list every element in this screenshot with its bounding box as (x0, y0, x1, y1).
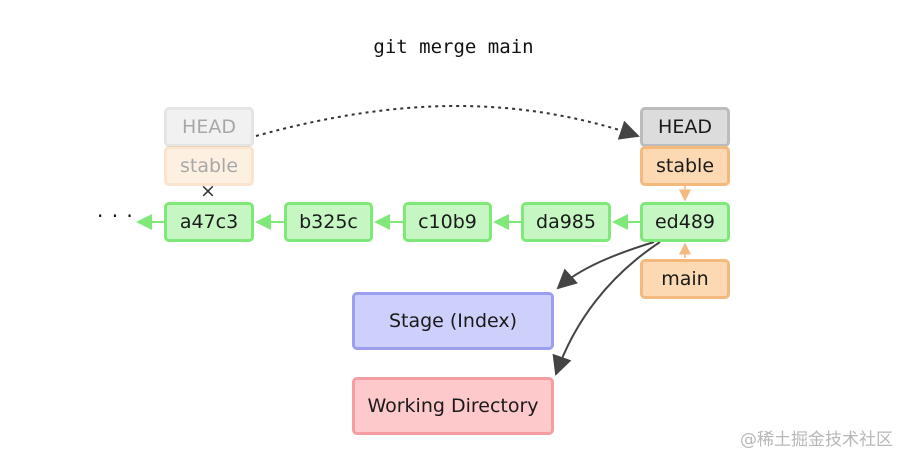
commit-da985: da985 (521, 202, 611, 242)
head-move-arrow (255, 105, 640, 140)
commit-ed489: ed489 (640, 202, 730, 242)
commit-hash: da985 (536, 211, 596, 233)
commit-hash: c10b9 (418, 211, 477, 233)
head-label: HEAD (658, 116, 712, 138)
to-stage-arrow (556, 241, 655, 290)
old-stable-branch: stable (164, 146, 254, 186)
head-ref: HEAD (640, 107, 730, 147)
history-ellipsis: · · · (97, 204, 134, 228)
stable-label: stable (655, 155, 715, 177)
stable-branch: stable (640, 146, 730, 186)
old-head-ref: HEAD (164, 107, 254, 147)
commit-hash: b325c (299, 211, 358, 233)
working-label: Working Directory (367, 395, 539, 417)
to-working-arrow (552, 241, 661, 376)
main-label: main (661, 268, 709, 290)
commit-c10b9: c10b9 (403, 202, 492, 242)
main-branch: main (640, 259, 730, 299)
commit-a47c3: a47c3 (164, 202, 254, 242)
old-stable-label: stable (179, 155, 239, 177)
removed-pointer-marker: × (200, 180, 216, 202)
stage-label: Stage (Index) (388, 310, 518, 332)
stage-index-box: Stage (Index) (352, 292, 554, 350)
working-directory-box: Working Directory (352, 377, 554, 435)
watermark: @稀土掘金技术社区 (740, 430, 893, 450)
commit-b325c: b325c (284, 202, 373, 242)
old-head-label: HEAD (182, 116, 236, 138)
commit-hash: ed489 (654, 211, 715, 233)
commit-hash: a47c3 (179, 211, 239, 233)
command-title: git merge main (373, 36, 534, 58)
